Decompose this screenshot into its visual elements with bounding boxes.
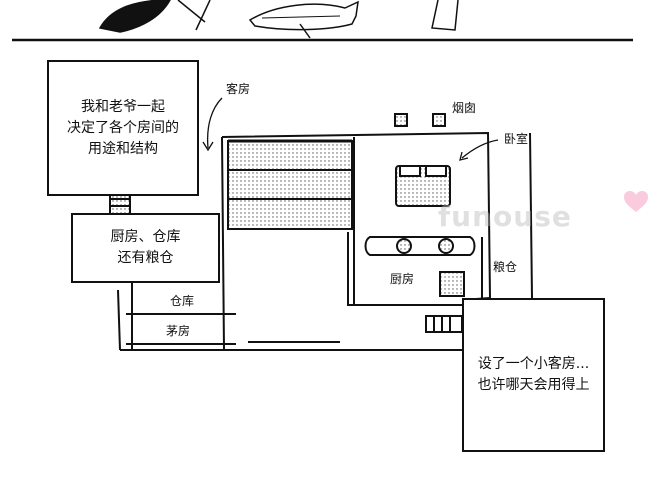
arrow-bedroom bbox=[461, 139, 499, 159]
watermark bbox=[624, 191, 648, 212]
caption-guest-room: 设了一个小客房... 也许哪天会用得上 bbox=[462, 298, 605, 452]
label-guest-room: 客房 bbox=[226, 82, 251, 96]
watermark-text: funouse bbox=[438, 200, 572, 233]
label-thatched-hut: 茅房 bbox=[166, 324, 191, 338]
annotation-arrows bbox=[202, 97, 499, 161]
caption-line: 用途和结构 bbox=[88, 140, 158, 157]
heart-icon bbox=[624, 191, 648, 212]
fish-drawing bbox=[248, 0, 359, 31]
caption-line: 也许哪天会用得上 bbox=[477, 377, 590, 393]
label-warehouse: 仓库 bbox=[170, 294, 195, 308]
caption-line: 设了一个小客房... bbox=[477, 356, 590, 372]
top-strip-figures bbox=[98, 0, 459, 39]
label-bedroom: 卧室 bbox=[504, 132, 529, 146]
caption-line: 决定了各个房间的 bbox=[67, 119, 179, 136]
arrow-guest-room bbox=[206, 97, 223, 149]
caption-line: 厨房、仓库 bbox=[110, 229, 181, 245]
caption-top-left: 我和老爷一起 决定了各个房间的 用途和结构 bbox=[47, 60, 199, 196]
floor-plan bbox=[109, 113, 533, 351]
label-kitchen: 厨房 bbox=[390, 272, 415, 286]
caption-line: 我和老爷一起 bbox=[81, 98, 165, 115]
label-granary: 粮仓 bbox=[493, 260, 518, 274]
caption-line: 还有粮仓 bbox=[117, 250, 174, 266]
label-chimney: 烟囱 bbox=[452, 101, 477, 115]
caption-kitchen: 厨房、仓库 还有粮仓 bbox=[71, 213, 220, 283]
